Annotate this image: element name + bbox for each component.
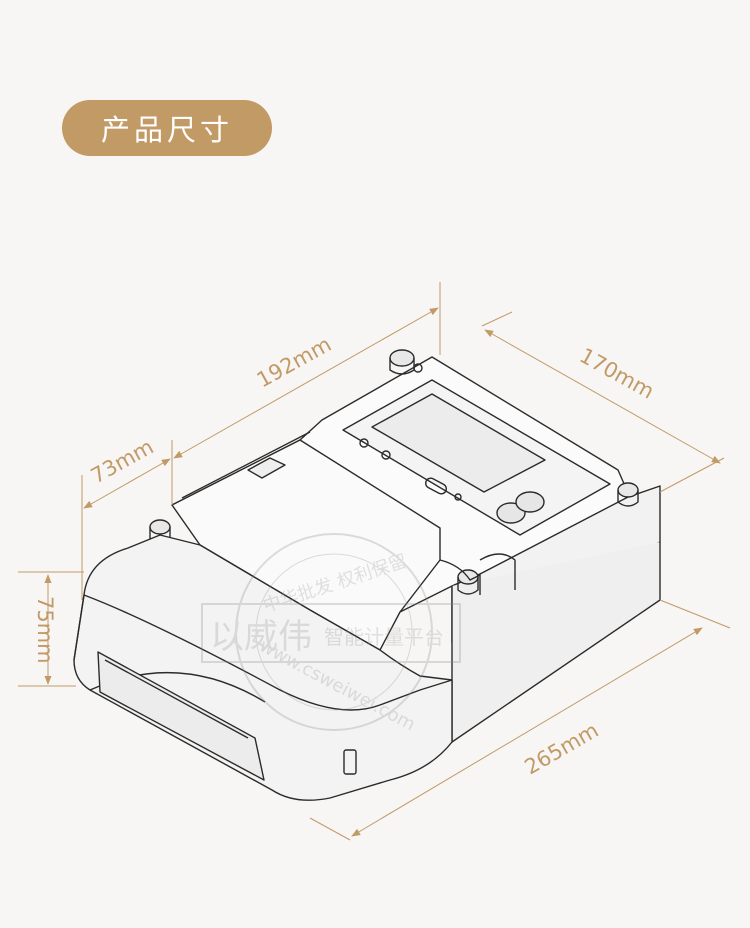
- section-title-badge: 产品尺寸: [62, 100, 272, 156]
- watermark-ring: [235, 533, 433, 731]
- dim-label-75: 75mm: [33, 596, 57, 664]
- dim-label-265: 265mm: [521, 718, 603, 779]
- section-title: 产品尺寸: [100, 113, 233, 147]
- dimension-lines: [18, 282, 731, 841]
- dim-label-192: 192mm: [253, 332, 335, 392]
- optical-port: [425, 477, 447, 495]
- terminal-window: [97, 651, 265, 781]
- dim-label-73: 73mm: [87, 435, 158, 489]
- dim-line-73: [83, 458, 171, 509]
- button-2: [515, 491, 545, 513]
- dim-line-192: [173, 307, 439, 459]
- watermark-brand: 以威伟: [210, 617, 312, 657]
- seal-screw-right: [617, 482, 639, 507]
- watermark-tagline: 智能计量平台: [324, 625, 444, 649]
- dim-label-170: 170mm: [576, 343, 658, 403]
- dim-line-265: [351, 627, 703, 837]
- indicator-light-3: [454, 493, 462, 501]
- watermark-box: [201, 603, 461, 663]
- dim-line-170: [484, 329, 721, 464]
